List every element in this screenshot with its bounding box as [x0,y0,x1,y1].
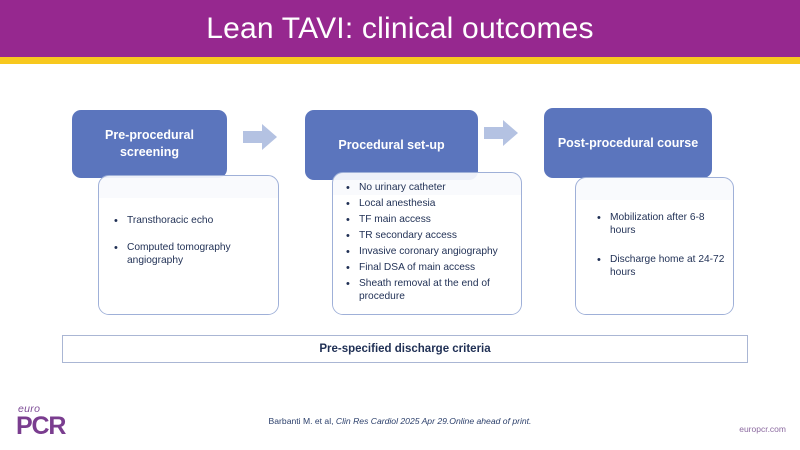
list-item: Transthoracic echo [113,213,268,227]
list-item: No urinary catheter [345,180,513,194]
stage-card-post-procedural-course: Mobilization after 6-8 hours Discharge h… [575,177,734,315]
stage-bullet-list: Mobilization after 6-8 hours Discharge h… [596,210,725,279]
list-item: TR secondary access [345,229,513,243]
list-item: Local anesthesia [345,197,513,211]
stage-header-post-procedural-course: Post-procedural course [544,108,712,178]
citation-journal: Clin Res Cardiol 2025 Apr 29.Online ahea… [335,416,532,426]
logo-text-euro: euro [18,403,41,415]
stage-title-line-1: Pre-procedural [105,128,194,143]
pre-specified-discharge-criteria-bar: Pre-specified discharge criteria [62,335,748,363]
list-item: Final DSA of main access [345,261,513,275]
list-item: Computed tomography angiography [113,241,268,267]
header-accent-rule [0,57,800,64]
stage-title-line-1: Procedural set-up [338,137,445,152]
list-item: Invasive coronary angiography [345,245,513,259]
list-item: Sheath removal at the end of procedure [345,277,513,303]
slide-header: Lean TAVI: clinical outcomes [0,0,800,57]
list-item: TF main access [345,213,513,227]
stage-header-procedural-set-up: Procedural set-up [305,110,478,180]
list-item: Mobilization after 6-8 hours [596,210,725,237]
page-title: Lean TAVI: clinical outcomes [206,11,594,45]
flow-arrow-right-icon [243,124,277,150]
stage-card-procedural-set-up: No urinary catheter Local anesthesia TF … [332,172,522,315]
list-item: Discharge home at 24-72 hours [596,253,725,279]
logo-text-pcr: PCR [16,411,66,440]
flow-arrow-right-icon [484,120,518,146]
citation: Barbanti M. et al, Clin Res Cardiol 2025… [0,416,800,426]
stage-title-line-1: Post-procedural course [557,135,699,150]
site-url: europcr.com [739,424,786,434]
stage-card-pre-procedural-screening: Transthoracic echo Computed tomography a… [98,175,279,315]
stage-bullet-list: Transthoracic echo Computed tomography a… [113,213,268,267]
stage-bullet-list: No urinary catheter Local anesthesia TF … [345,180,513,303]
stage-header-pre-procedural-screening: Pre-procedural screening [72,110,227,178]
criteria-label: Pre-specified discharge criteria [319,343,491,355]
europcr-logo: euro PCR [16,404,96,439]
stage-title-line-2: screening [119,145,180,159]
citation-authors: Barbanti M. et al, [268,416,336,426]
